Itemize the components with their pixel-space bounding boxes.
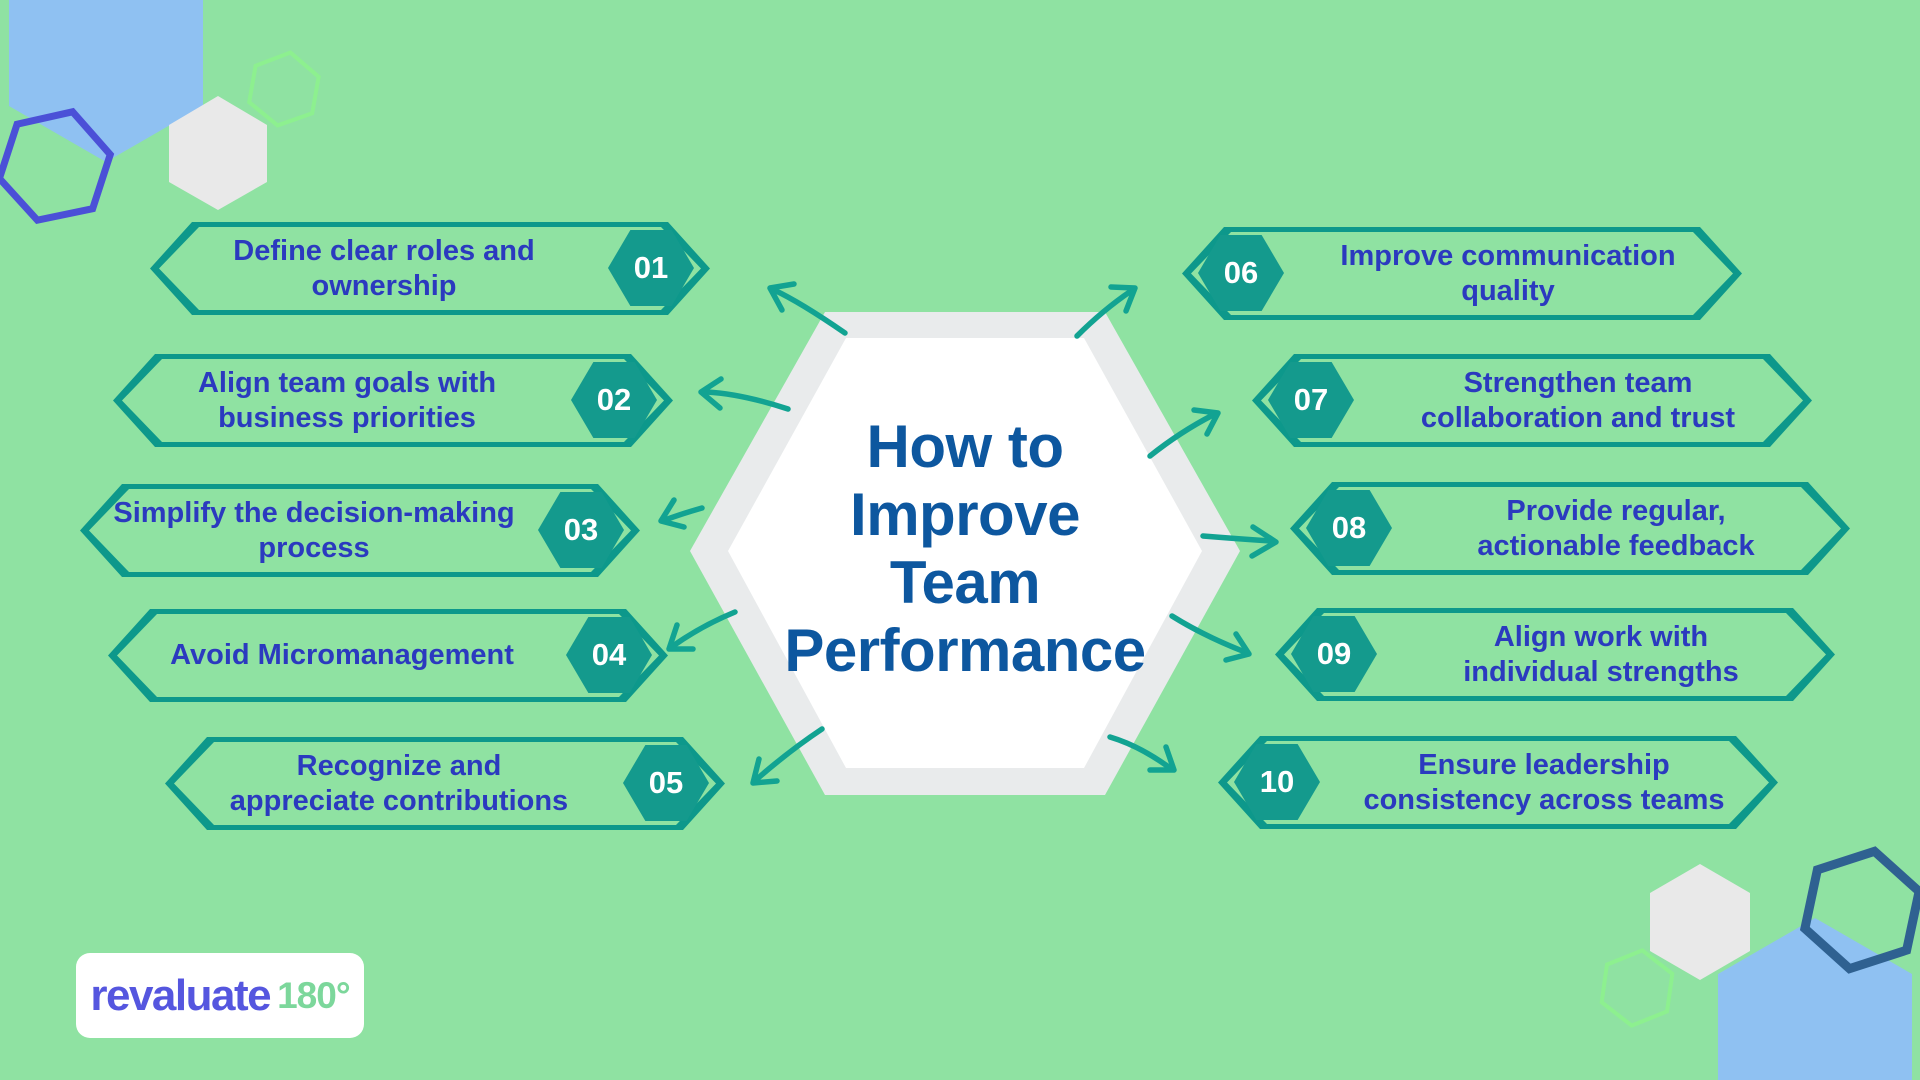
center-hexagon [728,338,1202,768]
hexagon-decoration-blue-2 [1718,918,1912,1080]
arrowhead-07 [1191,407,1221,437]
arrowhead-03 [658,497,687,530]
arrowhead-02 [698,376,724,411]
arrow-to-item-01 [771,287,848,336]
item-label: Align work with individual strengths [1463,620,1739,688]
arrow-to-item-02 [704,389,791,412]
arrows [658,281,1279,786]
item-banner-08: 08 Provide regular, actionable feedback [1290,482,1850,575]
arrow-to-item-08 [1200,533,1274,544]
item-number: 06 [1223,255,1259,290]
item-banner-07: 07 Strengthen team collaboration and tru… [1252,354,1812,447]
hexagon-decoration-blue [9,0,203,162]
arrowhead-10 [1147,744,1177,773]
item-banner-10: 10 Ensure leadership consistency across … [1218,736,1778,829]
item-banner-09: 09 Align work with individual strengths [1275,608,1835,701]
item-label: Provide regular, actionable feedback [1477,494,1755,562]
arrowhead-06 [1108,284,1138,314]
arrow-to-item-10 [1107,734,1173,771]
arrowhead-01 [767,281,797,313]
item-label: Ensure leadership consistency across tea… [1363,748,1725,816]
hexagon-decoration-green-outline-2 [1599,948,1675,1028]
center-title-line: Team [889,549,1041,616]
arrow-to-item-07 [1147,412,1216,459]
item-banner-02: 02 Align team goals with business priori… [113,354,673,447]
arrow-to-item-09 [1169,613,1248,655]
item-label: Align team goals with business prioritie… [197,366,497,434]
item-banner-04: 04 Avoid Micromanagement [108,609,668,702]
item-label: Recognize and appreciate contributions [229,749,569,817]
item-banner-03: 03 Simplify the decision-making process [80,484,640,577]
item-number: 02 [596,382,632,417]
item-banner-05: 05 Recognize and appreciate contribution… [165,737,725,830]
item-number: 09 [1316,636,1352,671]
hexagon-decoration-navy-outline [1799,846,1920,974]
logo-suffix: 180° [277,974,351,1016]
hexagon-decoration-indigo-outline [0,107,115,225]
item-label: Define clear roles and ownership [233,234,535,302]
item-banner-06: 06 Improve communication quality [1182,227,1742,320]
arrow-to-item-03 [662,505,705,523]
item-label: Improve communication quality [1340,239,1676,307]
item-number: 05 [648,765,684,800]
arrow-to-item-06 [1074,288,1134,339]
item-number: 01 [633,250,669,285]
item-number: 10 [1259,764,1295,799]
arrowhead-09 [1223,631,1252,663]
center-title: How to Improve Team Performance [700,413,1230,685]
item-label: Strengthen team collaboration and trust [1420,366,1736,434]
item-label: Simplify the decision-making process [113,496,515,564]
hexagon-decoration-gray-2 [1650,864,1750,980]
center-title-line: Performance [784,617,1146,684]
item-number: 08 [1331,510,1367,545]
hexagon-decoration-green-outline [247,50,321,128]
item-number: 03 [563,512,599,547]
arrowhead-05 [750,756,780,786]
logo-brand: revaluate [90,970,271,1020]
hexagon-decoration-gray [169,96,267,210]
item-number: 04 [591,637,627,672]
item-number: 07 [1293,382,1329,417]
arrow-to-item-05 [754,726,825,782]
center-title-line: Improve [850,481,1080,548]
arrow-to-item-04 [670,609,738,649]
arrowhead-08 [1249,524,1279,559]
center-title-line: How to [866,413,1064,480]
logo: revaluate 180° [76,953,364,1038]
item-label: Avoid Micromanagement [170,639,514,671]
item-banner-01: 01 Define clear roles and ownership [150,222,710,315]
arrowhead-04 [666,622,696,652]
